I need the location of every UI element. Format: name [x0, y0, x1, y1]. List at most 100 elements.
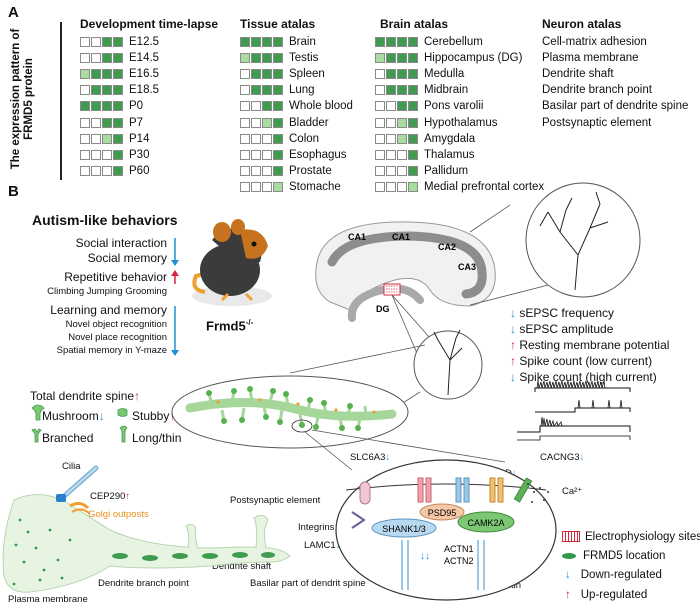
shank-label: SHANK1/3: [382, 524, 426, 534]
expression-cells: [80, 36, 124, 47]
expression-cell: [91, 117, 101, 128]
actn1-label: ACTN1: [444, 544, 474, 554]
expression-cell: [375, 149, 385, 160]
expression-cell: [91, 68, 101, 79]
heatmap-row: Colon: [240, 132, 319, 145]
camk2a-label: CAMK2A: [467, 518, 504, 528]
behavior-learning-2: Novel place recognition: [68, 332, 167, 343]
legend-up-text: Up-regulated: [580, 589, 648, 601]
expression-cell: [262, 182, 272, 193]
stubby-text: Stubby: [132, 409, 170, 423]
expression-cell: [262, 101, 272, 112]
psd95-label: PSD95: [428, 508, 457, 518]
expression-cells: [80, 101, 124, 112]
expression-cell: [273, 117, 283, 128]
expression-cell: [240, 149, 250, 160]
expression-cells: [240, 117, 284, 128]
expression-cell: [251, 166, 261, 177]
heatmap-row-label: Hypothalamus: [424, 116, 498, 129]
expression-cell: [240, 101, 250, 112]
up-arrow-icon: ↑: [125, 491, 131, 502]
expression-cell: [240, 166, 250, 177]
up-arrow-icon: ↑: [565, 589, 571, 601]
expression-cell: [102, 117, 112, 128]
up-arrow-icon: ↑: [134, 389, 141, 403]
ca1-b-label: CA1: [392, 232, 410, 242]
heatmap-row-label: Testis: [289, 51, 319, 64]
expression-cell: [251, 85, 261, 96]
expression-cell: [386, 117, 396, 128]
expression-cells: [240, 166, 284, 177]
expression-cell: [113, 85, 123, 96]
down-arrow-icon: ↓: [473, 468, 479, 479]
heatmap-row-label: P60: [129, 165, 150, 178]
behaviors-title: Autism-like behaviors: [32, 212, 178, 228]
expression-cell: [408, 85, 418, 96]
group-header-development: Development time-lapse: [80, 17, 219, 31]
heatmap-row-label: Stomache: [289, 181, 341, 194]
heatmap-row-label: Hippocampus (DG): [424, 51, 523, 64]
expression-cell: [80, 52, 90, 63]
heatmap-row-label: Brain: [289, 35, 316, 48]
ca-label: Ca²⁺: [562, 486, 583, 497]
centrosome-label: Centrosome: [26, 511, 78, 522]
heatmap-row: Midbrain: [375, 84, 468, 97]
heatmap-row-label: Amygdala: [424, 132, 476, 145]
heatmap-row: Whole blood: [240, 100, 353, 113]
legend-up: ↑ Up-regulated: [562, 589, 647, 601]
down-arrow-icon: ↓: [510, 306, 516, 320]
expression-cell: [273, 166, 283, 177]
heatmap-row-label: P7: [129, 116, 144, 129]
mushroom-text: Mushroom: [42, 409, 99, 423]
heatmap-row-label: Medial prefrontal cortex: [424, 181, 545, 194]
expression-cell: [397, 85, 407, 96]
cacng3-label: CACNG3↓: [540, 452, 584, 463]
expression-cell: [113, 101, 123, 112]
mouse-genotype-label: Frmd5-/-: [206, 318, 253, 333]
heatmap-row-label: P0: [129, 100, 144, 113]
expression-cell: [251, 68, 261, 79]
expression-cell: [375, 182, 385, 193]
expression-cells: [240, 85, 284, 96]
heatmap-row-label: E18.5: [129, 84, 160, 97]
heatmap-row: Basilar part of dendrite spine: [542, 100, 688, 113]
expression-cells: [80, 149, 124, 160]
panel-a-y-axis-label: The expression pattern of FRMD5 protein: [10, 28, 35, 170]
spike-traces: [517, 380, 631, 441]
expression-cell: [386, 166, 396, 177]
heatmap-row-label: P30: [129, 148, 150, 161]
expression-cell: [397, 36, 407, 47]
expression-cell: [397, 117, 407, 128]
heatmap-row: Bladder: [240, 116, 329, 129]
expression-cells: [375, 85, 419, 96]
expression-cell: [251, 36, 261, 47]
behavior-social-interaction: Social interaction: [75, 236, 167, 250]
lamc1-label: LAMC1↓: [304, 540, 340, 551]
heatmap-row-label: Pallidum: [424, 165, 469, 178]
heatmap-row: Postsynaptic element: [542, 116, 651, 129]
heatmap-row: Lung: [240, 84, 315, 97]
heatmap-row: P14: [80, 132, 149, 145]
slc6a3-label: SLC6A3↓: [350, 452, 390, 463]
expression-cells: [240, 36, 284, 47]
expression-cell: [102, 133, 112, 144]
spine-stubby: Stubby↑: [132, 409, 175, 423]
actn2-label: ACTN2: [444, 556, 474, 566]
expression-cell: [251, 182, 261, 193]
expression-cell: [397, 182, 407, 193]
cell-matrix-label: Cell-matrix adhesion: [4, 550, 91, 561]
expression-cells: [240, 52, 284, 63]
branched-spine-icon: [31, 428, 42, 443]
electro-item-3: ↑ Resting membrane potential: [510, 338, 669, 352]
heatmap-row-label: P14: [129, 132, 150, 145]
expression-cell: [397, 68, 407, 79]
expression-cell: [273, 149, 283, 160]
electro-text-3: Resting membrane potential: [519, 338, 670, 352]
electro-text-2: sEPSC amplitude: [519, 322, 614, 336]
down-arrow-icon: ↓: [98, 409, 105, 423]
down-arrow-icon: ↓: [335, 540, 341, 551]
electro-text-1: sEPSC frequency: [519, 306, 615, 320]
heatmap-row: Plasma membrane: [542, 51, 639, 64]
down-arrow-icon: ↓: [511, 468, 517, 479]
legend-electro: Electrophysiology sites: [562, 531, 700, 543]
